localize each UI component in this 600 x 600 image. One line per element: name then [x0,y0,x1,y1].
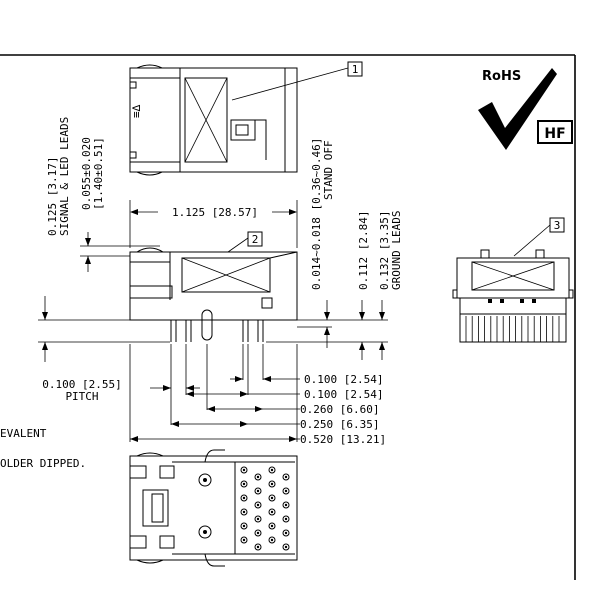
note-line-2: OLDER DIPPED. [0,457,86,470]
balloon-2: 2 [227,231,263,253]
balloon-1: 1 [231,61,363,101]
hf-box [537,120,573,144]
side-view [129,247,298,342]
lead-width-dim: 0.055±0.020 [80,137,93,210]
balloon-1-label: 1 [352,63,359,76]
dim-0-100-b: 0.100 [2.54] [304,388,383,401]
lead-width-metric-dim: [1.40±0.51] [92,137,105,210]
svg-text:≡∆: ≡∆ [130,104,143,118]
rohs-hf-badge: RoHS HF [478,68,573,150]
standoff-dim: 0.014~0.018 [0.36~0.46] [310,138,323,290]
ground-leads-dim: 0.132 [3.35] [378,211,391,290]
drawing-frame [0,54,576,580]
dim-0-100-a: 0.100 [2.54] [304,373,383,386]
ground-to-board-dim: 0.112 [2.84] [357,211,370,290]
dimension-lines [38,200,388,442]
check-mark-icon [478,68,557,150]
rohs-label: RoHS [482,69,521,84]
note-line-1: EVALENT [0,427,47,440]
front-view [452,249,574,343]
standoff-label: STAND OFF [322,140,335,200]
hf-label: HF [544,126,565,142]
balloon-2-label: 2 [252,233,259,246]
signal-led-height-label: SIGNAL & LED LEADS [58,117,71,236]
pitch-label: PITCH [65,390,98,403]
pitch-dim: 0.100 [2.55] [42,378,121,391]
balloon-3: 3 [513,217,565,257]
dim-0-250: 0.250 [6.35] [300,418,379,431]
balloon-3-label: 3 [554,219,561,232]
signal-led-height-dim: 0.125 [3.17] [46,157,59,236]
dim-0-520: 0.520 [13.21] [300,433,386,446]
dim-0-260: 0.260 [6.60] [300,403,379,416]
bottom-view [129,449,298,567]
ground-leads-label: GROUND LEADS [390,211,403,290]
overall-length-dim: 1.125 [28.57] [172,206,258,219]
top-view: ≡∆ [129,64,298,176]
